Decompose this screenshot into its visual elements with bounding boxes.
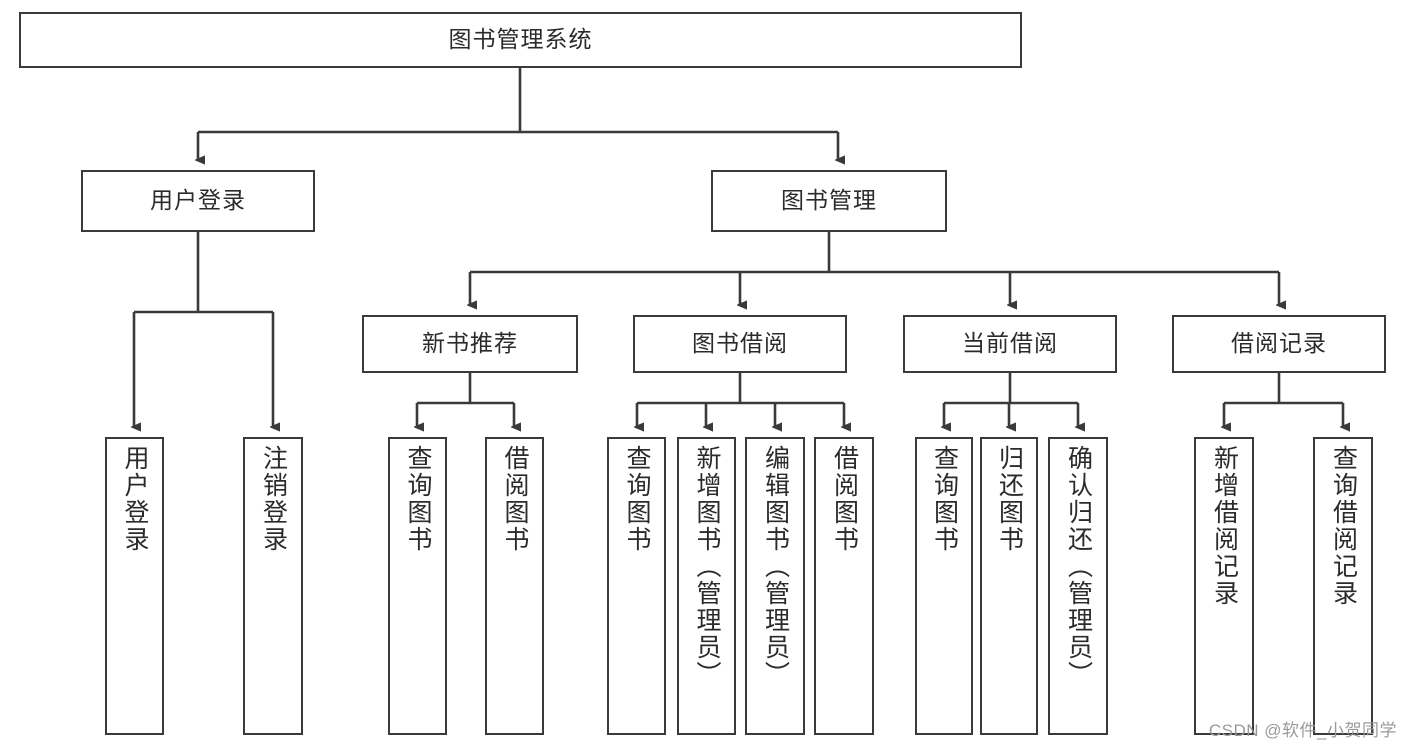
node-current-borrowing[interactable]: 当前借阅: [903, 315, 1117, 373]
node-root-book-management-system[interactable]: 图书管理系统: [19, 12, 1022, 68]
node-label: 查询图书: [930, 445, 959, 553]
node-label: 注销登录: [259, 445, 288, 553]
node-label: 查询借阅记录: [1329, 445, 1358, 607]
node-book-management[interactable]: 图书管理: [711, 170, 947, 232]
leaf-book-borrow-add-book-admin[interactable]: 新增图书（管理员）: [677, 437, 736, 735]
node-label: 用户登录: [150, 187, 246, 214]
node-label: 借阅图书: [501, 445, 529, 553]
leaf-current-borrow-query-book[interactable]: 查询图书: [915, 437, 973, 735]
leaf-user-login-logout[interactable]: 注销登录: [243, 437, 303, 735]
node-new-book-recommendation[interactable]: 新书推荐: [362, 315, 578, 373]
node-label: 新增借阅记录: [1210, 445, 1239, 607]
node-user-login[interactable]: 用户登录: [81, 170, 315, 232]
leaf-borrow-record-query-record[interactable]: 查询借阅记录: [1313, 437, 1373, 735]
leaf-borrow-record-add-record[interactable]: 新增借阅记录: [1194, 437, 1254, 735]
leaf-new-book-borrow-book[interactable]: 借阅图书: [485, 437, 544, 735]
leaf-book-borrow-query-book[interactable]: 查询图书: [607, 437, 666, 735]
node-label: 编辑图书（管理员）: [761, 445, 790, 688]
node-borrowing-record[interactable]: 借阅记录: [1172, 315, 1386, 373]
node-label: 借阅记录: [1231, 330, 1327, 357]
node-book-borrowing[interactable]: 图书借阅: [633, 315, 847, 373]
node-label: 图书借阅: [692, 330, 788, 357]
node-label: 借阅图书: [830, 445, 859, 553]
node-label: 用户登录: [121, 445, 149, 553]
node-label: 当前借阅: [962, 330, 1058, 357]
leaf-current-borrow-return-book[interactable]: 归还图书: [980, 437, 1038, 735]
node-label: 图书管理: [781, 187, 877, 214]
leaf-new-book-query-book[interactable]: 查询图书: [388, 437, 447, 735]
node-label: 图书管理系统: [448, 26, 593, 53]
leaf-user-login-login[interactable]: 用户登录: [105, 437, 164, 735]
node-label: 新增图书（管理员）: [693, 445, 721, 688]
node-label: 查询图书: [623, 445, 651, 553]
node-label: 查询图书: [404, 445, 432, 553]
node-label: 确认归还（管理员）: [1064, 445, 1093, 688]
node-label: 归还图书: [995, 445, 1024, 553]
leaf-book-borrow-borrow-book[interactable]: 借阅图书: [814, 437, 874, 735]
node-label: 新书推荐: [422, 330, 518, 357]
leaf-current-borrow-confirm-return-admin[interactable]: 确认归还（管理员）: [1048, 437, 1108, 735]
leaf-book-borrow-edit-book-admin[interactable]: 编辑图书（管理员）: [745, 437, 805, 735]
